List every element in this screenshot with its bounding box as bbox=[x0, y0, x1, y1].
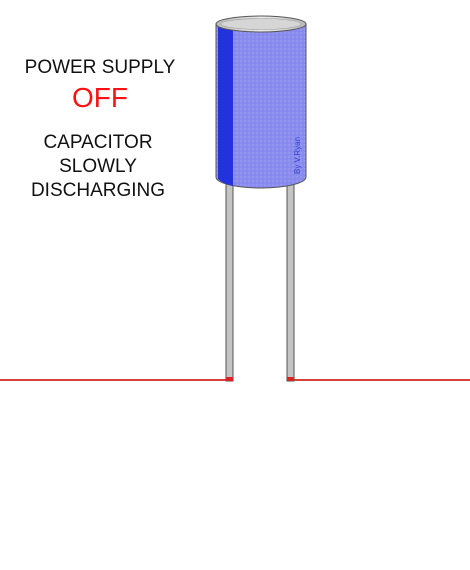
capacitor: By V.Ryan bbox=[215, 15, 307, 189]
power-state-label: OFF bbox=[72, 82, 128, 113]
right-lead bbox=[286, 177, 295, 382]
capacitor-body bbox=[215, 23, 307, 189]
capacitor-polarity-stripe bbox=[218, 27, 233, 186]
left-lead bbox=[225, 177, 234, 382]
right-lead-tip bbox=[287, 377, 294, 381]
capacitor-top-inner bbox=[220, 18, 302, 30]
status-line-discharging: DISCHARGING bbox=[30, 180, 166, 201]
status-line-slowly: SLOWLY bbox=[59, 156, 137, 177]
left-lead-tip bbox=[226, 377, 233, 381]
status-text: CAPACITOR SLOWLY DISCHARGING bbox=[0, 131, 196, 203]
credit-text: By V.Ryan bbox=[293, 137, 302, 174]
status-line-capacitor: CAPACITOR bbox=[43, 132, 153, 153]
power-supply-label: POWER SUPPLY bbox=[24, 57, 176, 78]
